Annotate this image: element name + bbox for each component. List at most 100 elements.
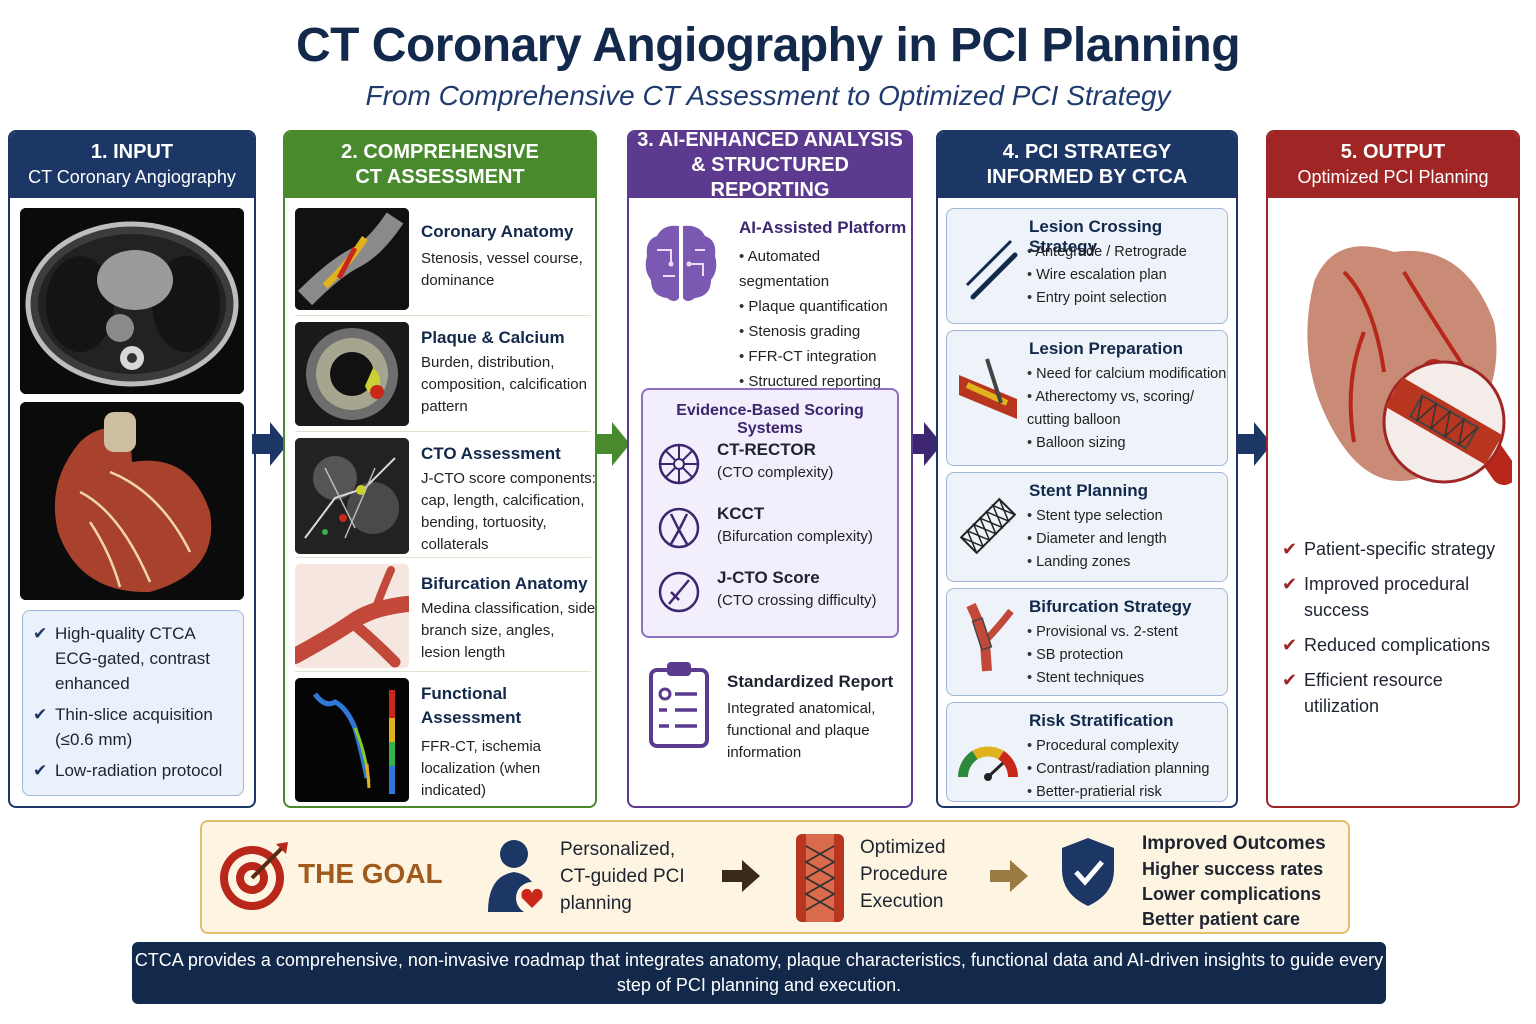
score-item: CT-RECTOR (CTO complexity) (657, 440, 897, 492)
goal-arrow-2 (990, 860, 1028, 892)
strategy-card-item: Provisional vs. 2-stent (1027, 621, 1178, 644)
goal-step-3-title: Improved Outcomes (1142, 833, 1326, 854)
column-output: 5. OUTPUT Optimized PCI Planning ✔Patien… (1266, 130, 1520, 808)
strategy-card-item: Procedural complexity (1027, 735, 1209, 758)
assessment-text: Bifurcation Anatomy Medina classificatio… (421, 564, 596, 664)
assessment-text: Plaque & Calcium Burden, distribution, c… (421, 322, 595, 418)
column-ai-header: 3. AI-ENHANCED ANALYSIS & STRUCTURED REP… (629, 132, 911, 201)
goal-step-1: Personalized, CT-guided PCI planning (560, 839, 685, 914)
input-check-text: Thin-slice acquisition (≤0.6 mm) (55, 705, 213, 749)
assessment-text: Coronary Anatomy Stenosis, vessel course… (421, 208, 595, 292)
footer-summary: CTCA provides a comprehensive, non-invas… (132, 942, 1386, 1004)
score-item: J-CTO Score (CTO crossing difficulty) (657, 568, 897, 620)
input-checklist: ✔High-quality CTCA ECG-gated, contrast e… (22, 610, 244, 796)
strategy-card-title: Lesion Preparation (1029, 339, 1183, 358)
input-check-text: Low-radiation protocol (55, 761, 223, 780)
cto-score-icon (658, 571, 700, 613)
strategy-card-item: Antegrade / Retrograde (1027, 241, 1187, 264)
column-strategy-subtitle: INFORMED BY CTCA (986, 166, 1188, 188)
assessment-title: Plaque & Calcium (421, 328, 565, 347)
column-output-subtitle: Optimized PCI Planning (1297, 167, 1489, 187)
flow-arrow-2 (594, 422, 630, 466)
column-assessment-header: 2. COMPREHENSIVE CT ASSESSMENT (285, 132, 595, 198)
plaque-calcium-thumb (295, 322, 409, 426)
ffr-ct-thumb (295, 678, 409, 802)
gauge-icon (957, 746, 1019, 781)
score-item: KCCT (Bifurcation complexity) (657, 504, 897, 556)
column-input-header: 1. INPUT CT Coronary Angiography (10, 132, 254, 198)
report-title: Standardized Report (727, 672, 894, 691)
wheel-icon (658, 443, 700, 485)
assessment-title: Coronary Anatomy (421, 222, 574, 241)
strategy-card-item: Landing zones (1027, 551, 1167, 574)
goal-outcome-line: Better patient care (1142, 909, 1301, 929)
strategy-card-list: Stent type selection Diameter and length… (1027, 505, 1167, 574)
output-item-text: Patient-specific strategy (1304, 539, 1496, 559)
assessment-text: CTO Assessment J-CTO score components: c… (421, 438, 596, 556)
assessment-row: CTO Assessment J-CTO score components: c… (295, 438, 595, 558)
output-item: ✔ Efficient resource utilization (1282, 667, 1512, 719)
strategy-card-title: Stent Planning (1029, 481, 1148, 500)
ai-platform-item: Structured reporting (739, 369, 911, 394)
column-strategy-header: 4. PCI STRATEGY INFORMED BY CTCA (938, 132, 1236, 198)
output-item: ✔Improved procedural success (1282, 571, 1512, 623)
strategy-card-item: Stent type selection (1027, 505, 1167, 528)
score-desc: (CTO complexity) (717, 464, 834, 481)
input-check-item: ✔Low-radiation protocol (33, 758, 233, 783)
page-subtitle: From Comprehensive CT Assessment to Opti… (365, 80, 1171, 111)
strategy-card-list: Antegrade / Retrograde Wire escalation p… (1027, 241, 1187, 310)
page-title: CT Coronary Angiography in PCI Planning (295, 19, 1241, 72)
output-item: ✔Reduced complications (1282, 632, 1512, 658)
goal-arrow-1 (722, 860, 760, 892)
strategy-card-item: Stent techniques (1027, 667, 1178, 690)
bifurcation-anatomy-thumb (295, 564, 409, 668)
check-icon: ✔ (1282, 539, 1298, 559)
check-icon: ✔ (1282, 670, 1298, 690)
column-ai-analysis: 3. AI-ENHANCED ANALYSIS & STRUCTURED REP… (627, 130, 913, 808)
strategy-card: Risk Stratification Procedural complexit… (946, 702, 1228, 802)
goal-label: THE GOAL (298, 858, 443, 889)
heart-stent-illustration (1307, 246, 1512, 485)
assessment-title: Bifurcation Anatomy (421, 574, 588, 593)
strategy-card-item: Diameter and length (1027, 528, 1167, 551)
assessment-row: Plaque & Calcium Burden, distribution, c… (295, 322, 591, 432)
column-strategy-title: 4. PCI STRATEGY (1002, 141, 1172, 163)
output-item-text: Efficient resource utilization (1304, 670, 1443, 716)
check-icon: ✔ (1282, 635, 1298, 655)
patient-heart-icon (488, 840, 548, 914)
ai-platform-item: Automated segmentation (739, 244, 911, 294)
assessment-desc: Medina classification, side branch size,… (421, 600, 596, 661)
strategy-card-list: Procedural complexity Contrast/radiation… (1027, 735, 1209, 804)
bifurcation-score-icon (658, 507, 700, 549)
assessment-row: Coronary Anatomy Stenosis, vessel course… (295, 208, 591, 316)
guidewire-icon (965, 239, 1018, 300)
shield-check-icon (1062, 838, 1114, 906)
assessment-text: Functional Assessment FFR-CT, ischemia l… (421, 678, 595, 802)
strategy-card-item: Entry point selection (1027, 287, 1187, 310)
goal-step-2: Optimized Procedure Execution (860, 837, 948, 912)
strategy-card-list: Provisional vs. 2-stent SB protection St… (1027, 621, 1178, 690)
column-pci-strategy: 4. PCI STRATEGY INFORMED BY CTCA Lesion … (936, 130, 1238, 808)
strategy-card-item: Better-pratierial risk (1027, 781, 1209, 804)
strategy-card-item: Contrast/radiation planning (1027, 758, 1209, 781)
ai-platform-item: Plaque quantification (739, 294, 911, 319)
column-assessment: 2. COMPREHENSIVE CT ASSESSMENT Coronary … (283, 130, 597, 808)
assessment-row: Bifurcation Anatomy Medina classificatio… (295, 564, 595, 672)
output-item: ✔ Patient-specific strategy (1282, 536, 1512, 562)
check-icon: ✔ (33, 705, 48, 724)
strategy-card: Stent Planning Stent type selection Diam… (946, 472, 1228, 582)
column-input-subtitle: CT Coronary Angiography (28, 167, 236, 187)
strategy-card-title: Bifurcation Strategy (1029, 597, 1192, 616)
score-name: KCCT (717, 504, 765, 523)
assessment-title: Functional Assessment (421, 684, 522, 727)
check-icon: ✔ (1282, 574, 1298, 594)
strategy-card-item: Wire escalation plan (1027, 264, 1187, 287)
score-desc: (CTO crossing difficulty) (717, 592, 877, 609)
strategy-card-list: Need for calcium modification Atherectom… (1027, 363, 1227, 455)
ct-axial-image (20, 208, 244, 394)
ai-platform-title: AI-Assisted Platform (739, 218, 907, 237)
scoring-systems-box: Evidence-Based Scoring Systems CT-RECTOR… (641, 388, 899, 638)
assessment-desc: J-CTO score components: cap, length, cal… (421, 470, 596, 553)
ai-platform-item: FFR-CT integration (739, 344, 911, 369)
strategy-card: Bifurcation Strategy Provisional vs. 2-s… (946, 588, 1228, 696)
